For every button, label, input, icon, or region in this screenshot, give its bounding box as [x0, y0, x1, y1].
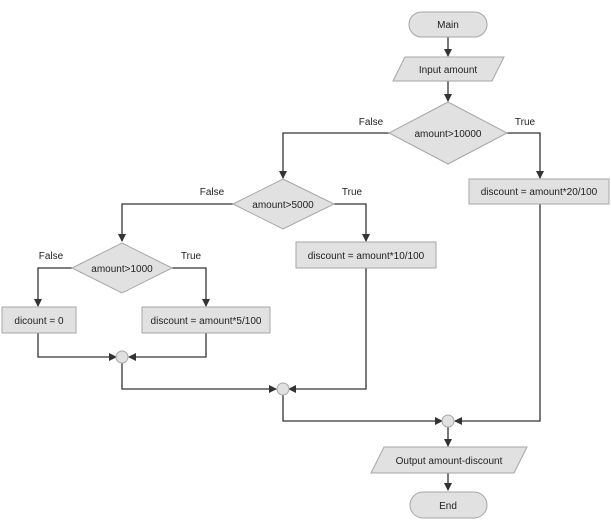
node-cond2: amount>5000	[231, 178, 336, 230]
node-cond1: amount>10000	[387, 101, 509, 165]
node-disc0-label: dicount = 0	[14, 316, 64, 327]
cond1-true-label: True	[515, 117, 536, 128]
node-main: Main	[408, 11, 488, 38]
node-disc10-label: discount = amount*10/100	[308, 251, 425, 262]
edge-labels: False True False True False True	[39, 117, 536, 262]
node-main-label: Main	[437, 20, 459, 31]
node-output-label: Output amount-discount	[396, 456, 503, 467]
merge-node-2	[276, 382, 290, 396]
node-disc0: dicount = 0	[1, 306, 77, 334]
edge-disc0-to-merge1	[37, 333, 117, 361]
node-input-label: Input amount	[419, 65, 478, 76]
node-end-label: End	[439, 501, 457, 512]
edge-cond2-true	[334, 203, 370, 242]
edge-disc5-to-merge1	[128, 333, 207, 361]
node-cond3-label: amount>1000	[91, 264, 153, 275]
node-cond1-label: amount>10000	[414, 129, 481, 140]
edge-disc10-to-merge2	[288, 268, 367, 393]
merge-node-1	[115, 350, 129, 364]
edge-merge1-to-merge2	[121, 363, 277, 393]
cond1-false-label: False	[359, 117, 384, 128]
node-cond2-label: amount>5000	[252, 200, 314, 211]
edge-cond1-false	[279, 132, 389, 179]
cond2-false-label: False	[200, 187, 225, 198]
node-disc5-label: discount = amount*5/100	[151, 316, 262, 327]
cond3-true-label: True	[181, 251, 202, 262]
node-disc20-label: discount = amount*20/100	[481, 187, 598, 198]
edge-disc20-to-merge3	[454, 204, 541, 425]
node-end: End	[409, 491, 488, 519]
edge-cond3-true	[172, 267, 210, 307]
edge-cond2-false	[118, 203, 233, 242]
node-cond3: amount>1000	[70, 242, 174, 294]
edges	[34, 37, 544, 491]
node-disc20: discount = amount*20/100	[468, 178, 610, 205]
node-input: Input amount	[392, 56, 505, 82]
cond2-true-label: True	[342, 187, 363, 198]
merge-node-3	[441, 414, 455, 428]
edge-cond1-true	[507, 132, 544, 179]
node-output: Output amount-discount	[370, 446, 528, 474]
edge-cond3-false	[34, 267, 72, 307]
node-disc10: discount = amount*10/100	[295, 241, 437, 269]
edge-merge2-to-merge3	[282, 395, 443, 425]
node-disc5: discount = amount*5/100	[141, 306, 271, 334]
cond3-false-label: False	[39, 251, 64, 262]
